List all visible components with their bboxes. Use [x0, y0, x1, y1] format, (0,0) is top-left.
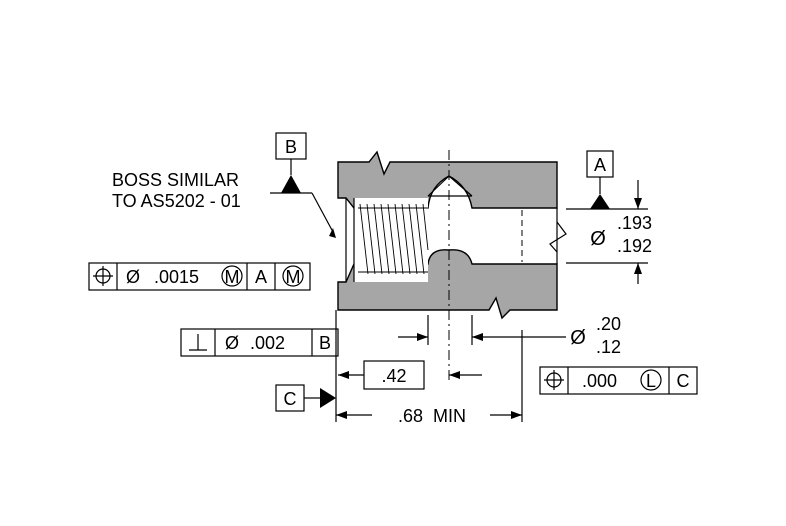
fcf-top-dia: Ø [126, 267, 140, 287]
datum-triangle-icon [590, 194, 610, 209]
fcf-top-modifier-1: M [225, 267, 240, 287]
part-body [337, 150, 567, 380]
bore-upper-limit: .193 [617, 213, 652, 233]
bore-lower-limit: .192 [617, 236, 652, 256]
datum-a-frame [586, 150, 614, 178]
fcf-perp-dia: Ø [225, 333, 239, 353]
drill-dia-symbol: Ø [570, 327, 586, 349]
drill-dimension: Ø .20 .12 [398, 314, 621, 357]
datum-c-frame [275, 384, 305, 412]
drill-lower-limit: .12 [596, 337, 621, 357]
datum-triangle-icon [281, 175, 301, 193]
fcf-right-modifier: L [646, 371, 656, 391]
modifier-circle-icon [282, 265, 304, 287]
basic-dim-value: .42 [381, 366, 406, 386]
datum-b-group: B BOSS SIMILAR TO AS5202 - 01 [112, 132, 336, 238]
note-line-1: BOSS SIMILAR [112, 170, 239, 190]
note-line-2: TO AS5202 - 01 [112, 191, 241, 211]
datum-a-group: A Ø .193 .192 [566, 150, 652, 284]
bore-dia-symbol: Ø [590, 228, 606, 250]
modifier-circle-icon [221, 265, 243, 287]
datum-c-label: C [284, 389, 297, 409]
datum-c-group: C [275, 310, 337, 422]
datum-a-label: A [594, 155, 606, 175]
drill-upper-limit: .20 [596, 314, 621, 334]
fcf-top-modifier-2: M [286, 267, 301, 287]
basic-dimension: .42 [338, 360, 482, 390]
perpendicularity-symbol-icon [189, 334, 207, 351]
fcf-right-datum: C [677, 371, 690, 391]
fcf-perpendicularity: Ø .002 B [180, 328, 339, 357]
datum-triangle-icon [320, 388, 336, 408]
position-symbol-icon [93, 266, 113, 286]
fcf-right-tolerance: .000 [582, 371, 617, 391]
fcf-position-right: .000 L C [539, 366, 698, 395]
fcf-top-datum: A [255, 267, 267, 287]
fcf-position-top: Ø .0015 M A M [88, 262, 311, 291]
modifier-circle-icon [640, 369, 662, 391]
datum-b-label: B [285, 137, 297, 157]
depth-dimension: .68 MIN [336, 330, 523, 426]
fcf-perp-tolerance: .002 [250, 333, 285, 353]
depth-dim-value: .68 MIN [398, 406, 466, 426]
thread-hatch [358, 203, 429, 275]
fcf-top-tolerance: .0015 [154, 267, 199, 287]
position-symbol-icon [544, 370, 564, 390]
fcf-perp-datum: B [319, 333, 331, 353]
